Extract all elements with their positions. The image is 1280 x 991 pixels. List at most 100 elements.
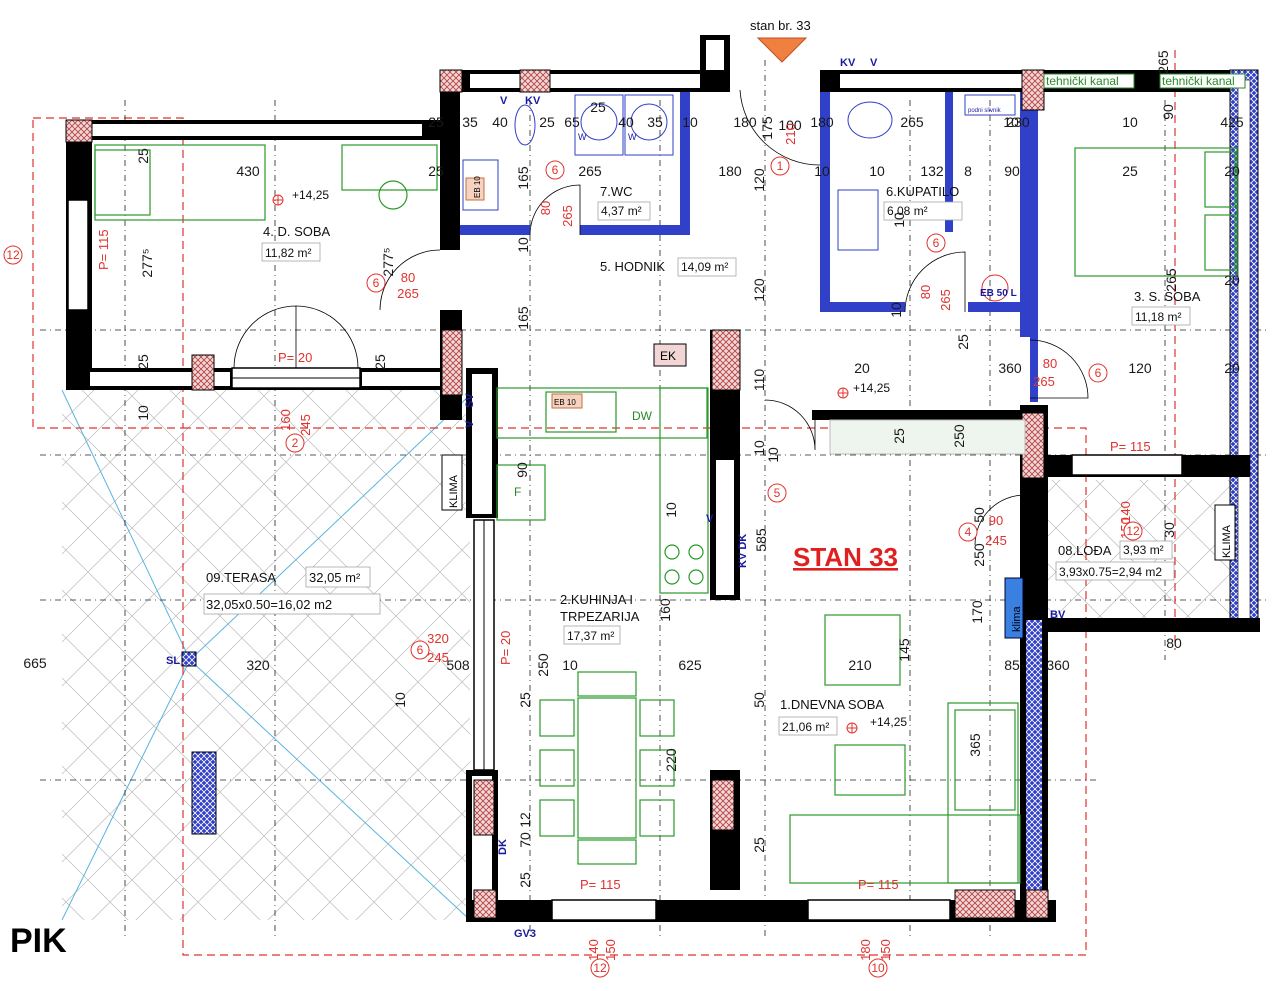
dimension-label: 145 — [896, 638, 912, 662]
dimension-label: 160 — [657, 598, 673, 622]
dimension-label-red: 80 — [401, 270, 415, 285]
dimension-label: 20 — [854, 360, 870, 376]
dimension-label: 165 — [515, 166, 531, 190]
room-4-name: 4. D. SOBA — [263, 224, 331, 239]
door-marker-label: 10 — [871, 961, 885, 975]
door-marker-circle — [285, 433, 305, 453]
room-4-level: +14,25 — [292, 188, 329, 202]
dimension-label: 10 — [765, 447, 781, 463]
window-p20-kitchen: P= 20 — [498, 631, 513, 665]
window-p20-bedroom: P= 20 — [278, 350, 312, 365]
columns — [65, 69, 1049, 919]
dimension-label: 180 — [718, 163, 742, 179]
dimension-label-red: 140 — [1118, 501, 1133, 523]
dimension-label: 10 — [869, 163, 885, 179]
dimension-label-red: 245 — [985, 533, 1007, 548]
dimension-label: 80 — [1166, 635, 1182, 651]
apartment-title: STAN 33 — [793, 542, 898, 572]
kv-2: KV — [525, 95, 541, 107]
dimension-label: 25 — [517, 872, 533, 888]
room-8-calc: 3,93x0.75=2,94 m2 — [1059, 565, 1162, 579]
eb10-2: EB 10 — [554, 398, 576, 407]
dimension-label-red: 210 — [783, 123, 798, 145]
sv-label: SV — [464, 393, 476, 408]
dimension-label: 25 — [539, 114, 555, 130]
dimension-label-red: 160 — [278, 409, 293, 431]
dimension-label: 230 — [1006, 114, 1030, 130]
door-marker-label: 6 — [552, 163, 559, 177]
furniture — [94, 144, 1238, 884]
room-1-name: 1.DNEVNA SOBA — [780, 697, 884, 712]
dimension-label: 90 — [1004, 163, 1020, 179]
dimension-label: 277⁵ — [139, 248, 155, 277]
dimension-label: 25 — [135, 148, 151, 164]
w1-label: W — [578, 132, 587, 142]
tech-channel-2: tehnički kanal — [1162, 74, 1235, 88]
dimension-label: 10 — [392, 692, 408, 708]
door-marker-label: 6 — [373, 276, 380, 290]
door-marker-label: 6 — [933, 236, 940, 250]
dimension-label: 25 — [517, 692, 533, 708]
door-marker-circle — [3, 245, 23, 265]
window-p115-loggia: P= 115 — [1110, 439, 1151, 454]
klima-2: KLIMA — [1221, 524, 1233, 558]
dimension-label: 25 — [751, 837, 767, 853]
door-marker-label: 5 — [774, 486, 781, 500]
room-6-name: 6.KUPATILO — [886, 184, 959, 199]
dimension-label: 50 — [971, 507, 987, 523]
dimension-label: 210 — [848, 657, 872, 673]
room-6-area: 6,08 m² — [887, 204, 928, 218]
dimension-label: 170 — [969, 600, 985, 624]
room-5-area: 14,09 m² — [681, 260, 728, 274]
dimension-label: 250 — [535, 653, 551, 677]
dimension-label: 12 — [517, 812, 533, 828]
dimension-label: 35 — [647, 114, 663, 130]
dimension-label: 25 — [891, 428, 907, 444]
kv-1: KV — [840, 57, 856, 69]
dimension-label: 10 — [1122, 114, 1138, 130]
dimension-label: 30 — [1161, 522, 1177, 538]
dimension-label: 25 — [135, 354, 151, 370]
dimension-label: 250 — [951, 424, 967, 448]
dimension-label: 10 — [1003, 114, 1019, 130]
kv-dk: KV DK — [737, 534, 749, 568]
dimension-label: 100 — [778, 117, 802, 133]
door-marker-circle — [366, 273, 386, 293]
dimension-label: 10 — [135, 405, 151, 421]
room-5-name: 5. HODNIK — [600, 259, 665, 274]
eb50-label: EB 50 L — [980, 288, 1017, 299]
room-labels: 4. D. SOBA 11,82 m² +14,25 7.WC 4,37 m² … — [203, 184, 1201, 736]
dimension-label: 10 — [814, 163, 830, 179]
sanitary — [462, 94, 1016, 302]
door-marker-circle — [1123, 521, 1143, 541]
bv-label: BV — [1050, 609, 1066, 621]
room-5-level: +14,25 — [853, 381, 890, 395]
dimension-label: 25 — [590, 99, 606, 115]
dimension-label: 40 — [618, 114, 634, 130]
door-marker-circle — [767, 483, 787, 503]
dimension-label-red: 80 — [918, 285, 933, 299]
door-marker-circle — [958, 522, 978, 542]
tech-channel-1-box — [1043, 73, 1135, 89]
ek-label: EK — [660, 349, 676, 363]
room-9-area: 32,05 m² — [309, 570, 361, 585]
terrace-boundary-left — [32, 117, 184, 429]
dimension-label: 175 — [759, 116, 775, 140]
dimension-label: 10 — [562, 657, 578, 673]
dimension-label-red: 90 — [989, 513, 1003, 528]
dimension-label-red: 80 — [538, 201, 553, 215]
dimension-label-red: 265 — [397, 286, 419, 301]
dimension-label: 120 — [1128, 360, 1152, 376]
door-marker-circle — [545, 160, 565, 180]
dimension-label-red: 80 — [1043, 356, 1057, 371]
dimension-label: 120 — [751, 278, 767, 302]
room-2-name-line2: TRPEZARIJA — [560, 609, 640, 624]
door-marker-circle — [410, 640, 430, 660]
dimension-label: 90 — [514, 462, 530, 478]
w2-label: W — [628, 132, 637, 142]
dimension-label-red: 320 — [427, 631, 449, 646]
sl-label: SL — [166, 655, 180, 667]
eb10-1: EB 10 — [473, 176, 482, 198]
dk-label: DK — [497, 839, 509, 855]
